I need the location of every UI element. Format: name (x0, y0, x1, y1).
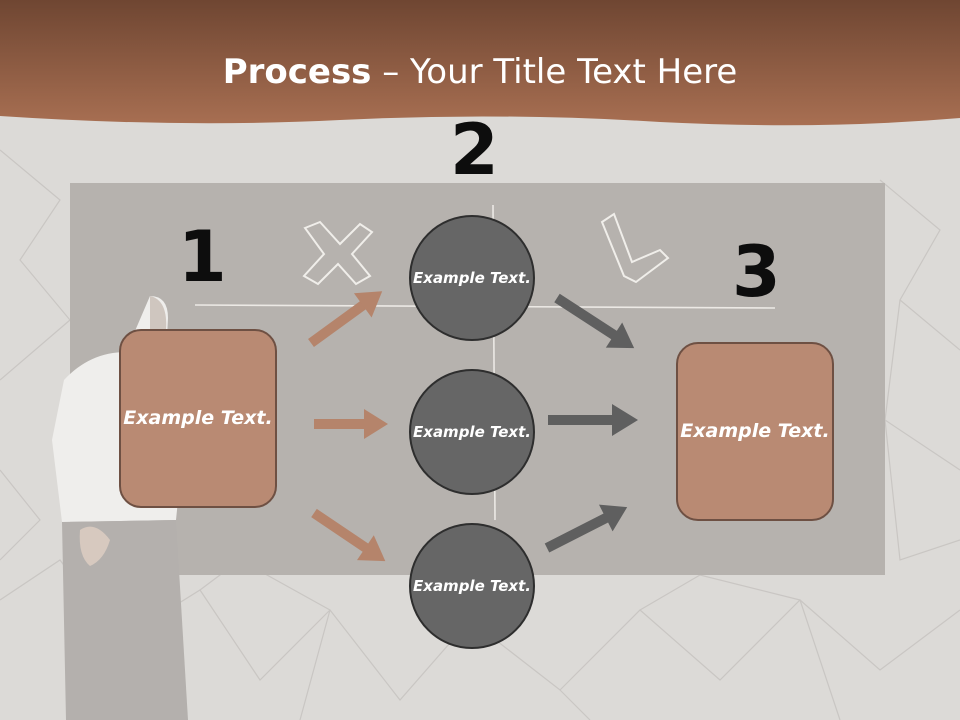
step-number-3: 3 (732, 231, 781, 313)
step-2-node-top: Example Text. (409, 215, 535, 341)
cross-mark-sketch-icon (302, 220, 374, 286)
step-3-box: Example Text. (676, 342, 834, 521)
step-1-text: Example Text. (123, 407, 273, 430)
step-number-2: 2 (450, 109, 499, 191)
step-1-box: Example Text. (119, 329, 277, 508)
check-mark-sketch-icon (600, 212, 670, 284)
header-band (0, 0, 960, 126)
title-rest-part: – Your Title Text Here (371, 52, 738, 92)
slide-title: Process – Your Title Text Here (0, 52, 960, 92)
node-bottom-text: Example Text. (413, 576, 531, 595)
step-number-1: 1 (178, 216, 227, 298)
title-bold-part: Process (222, 52, 372, 92)
step-3-text: Example Text. (680, 420, 830, 443)
step-2-node-bottom: Example Text. (409, 523, 535, 649)
node-middle-text: Example Text. (413, 422, 531, 441)
node-top-text: Example Text. (413, 268, 531, 287)
step-2-node-middle: Example Text. (409, 369, 535, 495)
